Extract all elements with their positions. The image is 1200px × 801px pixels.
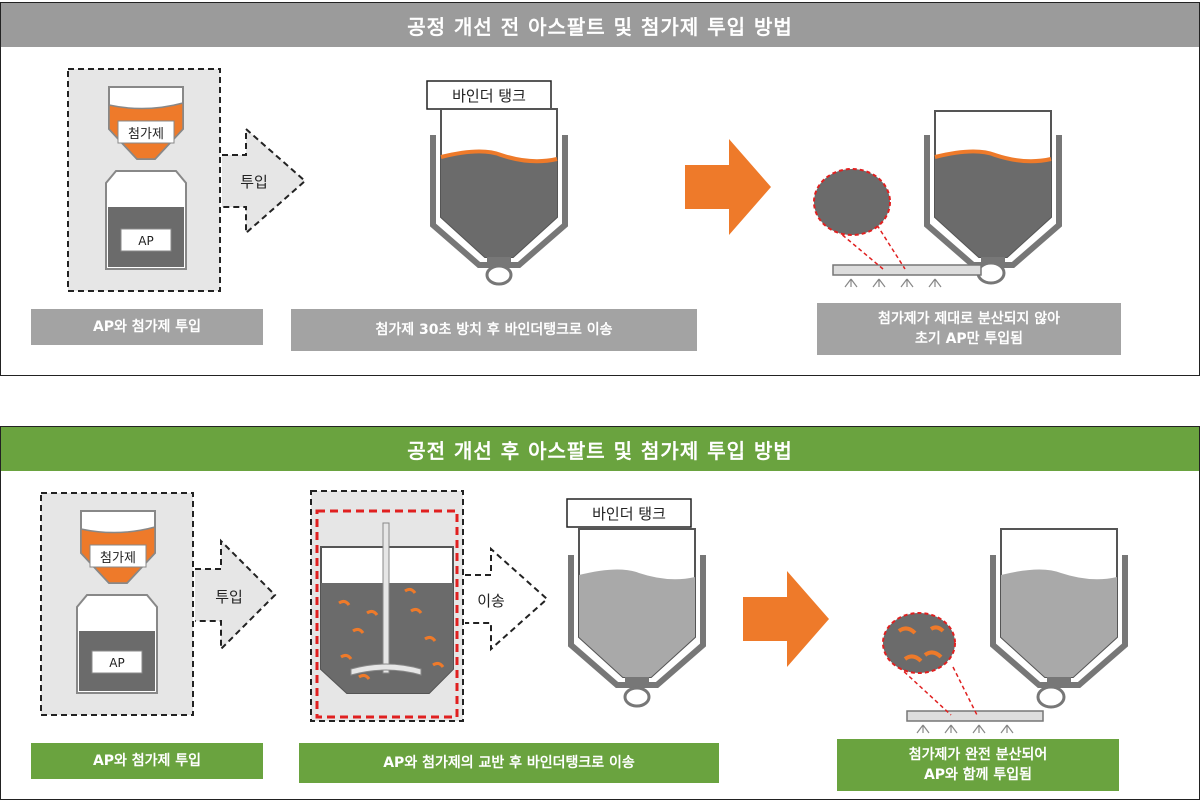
panel-title: 공전 개선 후 아스팔트 및 첨가제 투입 방법: [1, 427, 1199, 471]
zoom-circle: [813, 168, 906, 270]
spray-conveyor: [832, 264, 982, 288]
binder-tank-label: 바인더 탱크: [592, 505, 666, 523]
input-arrow-label: 투입: [215, 588, 243, 606]
input-arrow: [195, 538, 277, 652]
ap-label: AP: [138, 234, 153, 248]
process-arrow: [743, 571, 829, 667]
transfer-arrow-label: 이송: [477, 592, 505, 610]
binder-tank-label-box: [566, 498, 692, 528]
before-diagram: 첨가제 AP 투입 바인더 탱크: [67, 68, 1062, 292]
mixer-tank: [320, 522, 454, 694]
input-arrow: [222, 126, 307, 236]
transfer-arrow: [465, 546, 549, 652]
binder-tank-label: 바인더 탱크: [452, 87, 526, 105]
zoom-circle: [882, 612, 978, 716]
caption-step1: AP와 첨가제 투입: [31, 743, 263, 779]
process-arrow: [685, 139, 771, 235]
caption-step3: 첨가제가 제대로 분산되지 않아 초기 AP만 투입됨: [817, 303, 1121, 355]
after-diagram: 첨가제 AP 투입 이송 바인더 탱크: [40, 490, 1128, 734]
additive-label: 첨가제: [128, 127, 164, 142]
caption-step2: 첨가제 30초 방치 후 바인더탱크로 이송: [291, 309, 697, 351]
additive-hopper: 첨가제: [108, 86, 184, 160]
caption-step2: AP와 첨가제의 교반 후 바인더탱크로 이송: [299, 743, 719, 783]
panel-before-improvement: 공정 개선 전 아스팔트 및 첨가제 투입 방법 첨가제 AP 투입 바인더 탱…: [0, 2, 1200, 376]
binder-tank: [430, 108, 568, 286]
caption-step3: 첨가제가 완전 분산되어 AP와 함께 투입됨: [837, 739, 1119, 791]
panel-after-improvement: 공전 개선 후 아스팔트 및 첨가제 투입 방법 첨가제 AP 투입: [0, 426, 1200, 800]
binder-tank: [568, 528, 706, 708]
additive-label: 첨가제: [100, 551, 136, 566]
caption-step3-line1: 첨가제가 제대로 분산되지 않아: [877, 311, 1061, 327]
caption-step3-line2: AP와 함께 투입됨: [923, 767, 1033, 783]
result-tank: [990, 528, 1128, 709]
panel-title: 공정 개선 전 아스팔트 및 첨가제 투입 방법: [1, 3, 1199, 47]
caption-step1: AP와 첨가제 투입: [31, 309, 263, 345]
caption-step3-line2: 초기 AP만 투입됨: [914, 331, 1024, 347]
ap-container: AP: [76, 594, 158, 694]
mixing-highlight: [315, 509, 459, 719]
ap-label: AP: [109, 656, 124, 670]
caption-step3-line1: 첨가제가 완전 분산되어: [908, 747, 1048, 763]
spray-conveyor: [906, 710, 1044, 734]
result-tank: [924, 110, 1062, 285]
additive-hopper: 첨가제: [80, 510, 156, 584]
binder-tank-label-box: [426, 80, 552, 110]
ap-container: AP: [105, 170, 187, 270]
input-arrow-label: 투입: [240, 173, 268, 191]
